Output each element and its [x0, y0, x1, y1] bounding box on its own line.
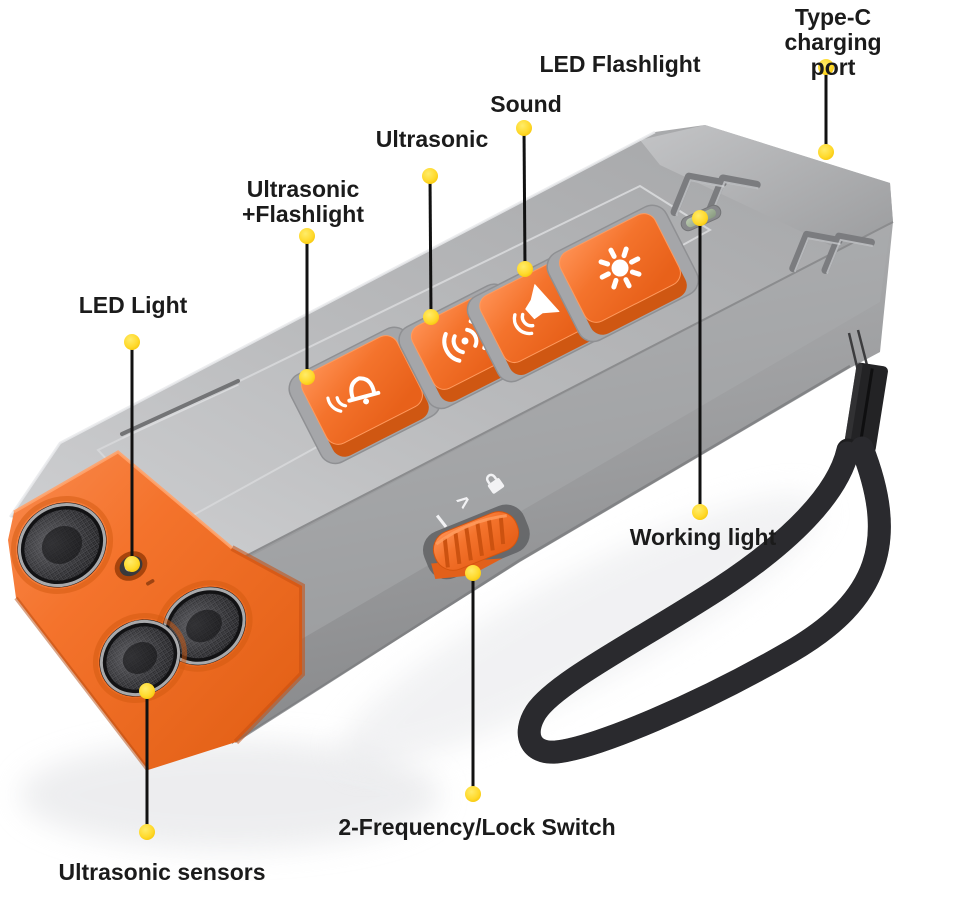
top-edge-highlight [8, 130, 656, 518]
top-side-ridge [237, 221, 894, 561]
wrist-strap [517, 329, 891, 764]
top-groove [120, 379, 240, 439]
ultrasonic-flashlight-button [288, 326, 442, 465]
lock-icon [485, 473, 505, 494]
horn-icon [512, 284, 560, 336]
sun-icon [598, 246, 642, 290]
device-rear-cap [640, 125, 893, 250]
ground-shadow [20, 494, 820, 850]
bell-icon [326, 376, 381, 413]
ultrasonic-sensor-1 [10, 495, 114, 595]
grip-chevrons-upper [670, 172, 761, 218]
bottom-edge [234, 364, 851, 744]
device-side-sheen [240, 224, 891, 640]
grip-chevrons-lower [789, 230, 875, 274]
ultrasonic-sensor-3 [92, 612, 188, 704]
led-flashlight-button [546, 204, 700, 343]
